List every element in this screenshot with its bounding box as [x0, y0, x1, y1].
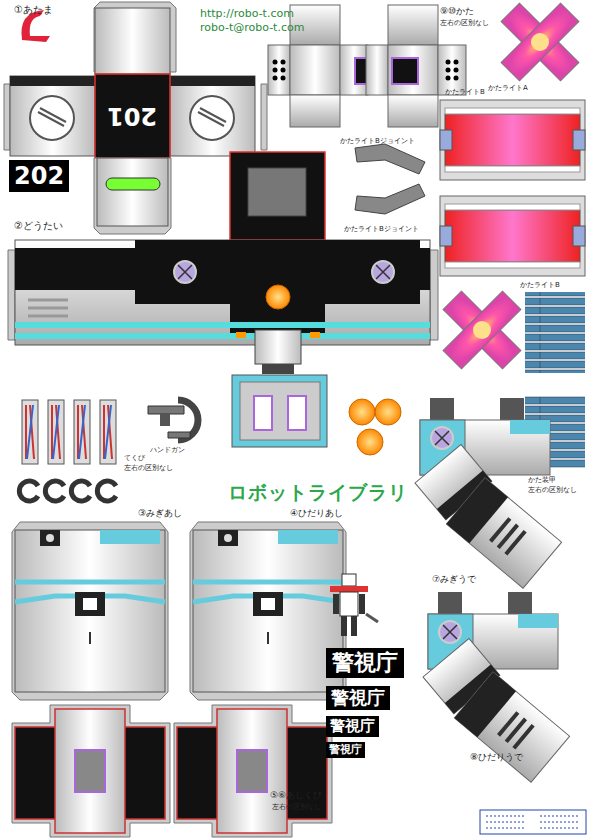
head-net: [4, 2, 267, 234]
part-name: かたライトB: [520, 281, 560, 289]
shoulder-light-b: [440, 100, 585, 180]
police-plate: 警視庁: [326, 686, 390, 710]
part-note: 左右の区別なし: [528, 486, 577, 494]
part-note: 左右の区別なし: [272, 803, 321, 811]
left-arm-part: [423, 592, 570, 782]
part-name: ⑨⑩かた: [440, 6, 474, 16]
part-name: かたライトBジョイント: [340, 137, 415, 145]
police-plate-text: 警視庁: [331, 688, 385, 708]
brand-text: ロボットライブラリ: [228, 482, 408, 504]
part-name: ③みぎあし: [138, 508, 182, 518]
part-name: ⑤⑥あしくび: [270, 790, 322, 800]
part-name: かたライトB: [445, 88, 485, 96]
police-plate: 警視庁: [326, 648, 404, 678]
left-leg-part: [190, 522, 346, 700]
shoulder-armor-slats: [525, 292, 585, 373]
shoulder-light-b: [440, 196, 585, 276]
right-leg-part: [12, 522, 168, 700]
police-plate: 警視庁: [326, 716, 379, 737]
url-text: http://robo-t.com: [200, 8, 294, 21]
part-name: かた装甲: [528, 476, 556, 484]
shoulder-light-a: [443, 291, 521, 369]
part-name: かたライトBジョイント: [344, 225, 419, 233]
print-info-box: [480, 810, 586, 834]
email-text: robo-t@robo-t.com: [200, 22, 304, 35]
part-name: てくび: [124, 454, 145, 462]
police-plate-text: 警視庁: [332, 651, 398, 675]
ankle-part: [174, 705, 332, 837]
emblems: [349, 399, 401, 455]
part-note: 左右の区別なし: [124, 464, 173, 472]
light-b-joints: [355, 144, 425, 214]
wrist-parts: [19, 400, 116, 501]
shoulder-light-a: [501, 3, 579, 81]
body-net: [8, 152, 438, 447]
part-name: かたライトA: [488, 84, 528, 92]
part-name: ②どうたい: [14, 220, 63, 232]
head-number: 201: [103, 101, 161, 131]
police-plate-text: 警視庁: [330, 718, 375, 735]
part-name: ①あたま: [14, 4, 53, 16]
number-plate: 202: [9, 160, 69, 192]
part-name: ⑧ひだりうで: [470, 752, 523, 762]
police-plate-text: 警視庁: [329, 744, 362, 756]
head-number-text: 201: [107, 103, 157, 129]
police-plate: 警視庁: [326, 742, 365, 758]
handgun-part: [148, 400, 198, 440]
part-name: ハンドガン: [150, 446, 185, 454]
part-name: ⑦みぎうで: [432, 574, 476, 584]
robot-figure: [330, 574, 378, 636]
number-plate-text: 202: [14, 163, 64, 189]
part-name: ④ひだりあし: [290, 508, 343, 518]
ankle-part: [12, 705, 170, 837]
part-note: 左右の区別なし: [440, 19, 489, 27]
